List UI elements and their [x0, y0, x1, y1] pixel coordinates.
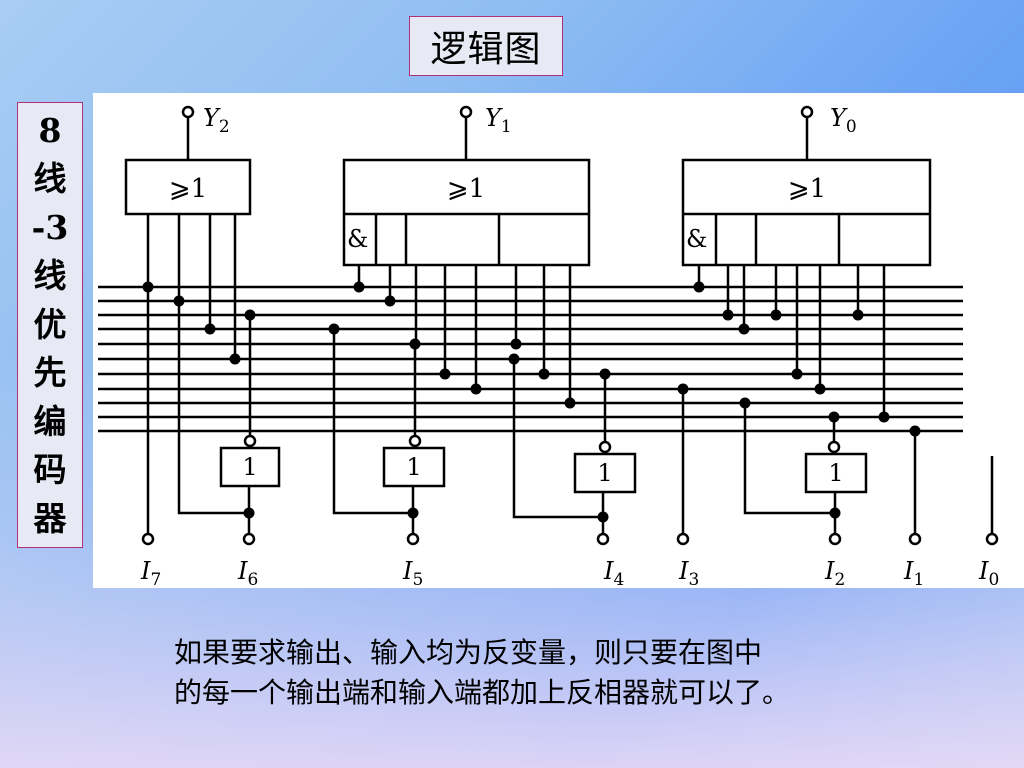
input-label-i6: I6	[237, 557, 258, 588]
input-pin-i2	[828, 532, 842, 546]
input-label-i4: I4	[603, 557, 624, 588]
side-label-char: 编	[33, 401, 67, 441]
side-label-char: 线	[33, 159, 67, 199]
input-pins	[141, 532, 999, 546]
inverter-i5	[382, 446, 446, 488]
input-label-i5: I5	[402, 557, 423, 588]
output-pins	[181, 105, 814, 160]
junction-dots	[142, 281, 921, 523]
input-label-i2: I2	[824, 557, 845, 588]
inverter-i5-label: 1	[406, 453, 421, 481]
input-label-i3: I3	[678, 557, 699, 588]
inverter-i5-bubble	[408, 434, 422, 448]
caption-text: 如果要求输出、输入均为反变量，则只要在图中 的每一个输出端和输入端都加上反相器就…	[174, 633, 954, 713]
caption-line: 的每一个输出端和输入端都加上反相器就可以了。	[174, 676, 791, 709]
side-label-char: 线	[33, 256, 67, 296]
and-gate-y1-label: &	[347, 225, 368, 253]
side-label-char: 先	[33, 353, 67, 393]
inverter-i6-bubble	[243, 434, 257, 448]
bus-lines	[98, 285, 963, 433]
inverter-i2	[804, 452, 868, 494]
or-gate-y2	[124, 158, 252, 216]
output-pin-y2	[181, 105, 195, 119]
and-or-gate-y0	[681, 158, 932, 267]
side-label-char: 器	[33, 498, 67, 538]
input-pin-i4	[596, 532, 610, 546]
input-pin-i7	[141, 532, 155, 546]
logic-diagram-panel: Y2 Y1 Y0 ⩾1 ⩾1 & ⩾1 &	[93, 93, 1024, 588]
inverter-i2-bubble	[827, 440, 841, 454]
output-pin-y1	[459, 105, 473, 119]
or-gate-y1-label: ⩾1	[447, 174, 485, 204]
inverters	[219, 434, 868, 494]
or-gate-y2-label: ⩾1	[169, 174, 207, 204]
side-label-char: 8	[38, 110, 62, 150]
caption-line: 如果要求输出、输入均为反变量，则只要在图中	[174, 636, 763, 669]
or-gate-y0-label: ⩾1	[788, 174, 826, 204]
and-or-gate-y1	[342, 158, 591, 267]
input-label-i1: I1	[903, 557, 924, 588]
input-label-i0: I0	[978, 557, 999, 588]
input-pin-i1	[908, 532, 922, 546]
inverter-i6-label: 1	[242, 453, 257, 481]
side-label-char: 码	[33, 450, 67, 490]
input-pin-i0	[985, 532, 999, 546]
input-label-i7: I7	[140, 557, 161, 588]
gate-input-wires	[146, 214, 886, 539]
output-label-y0: Y0	[830, 104, 857, 137]
inverter-i4-bubble	[598, 440, 612, 454]
and-gate-y0-label: &	[686, 225, 707, 253]
inverter-i4	[573, 452, 637, 494]
input-pin-i5	[406, 532, 420, 546]
inverter-i4-label: 1	[597, 459, 612, 487]
input-pin-i3	[676, 532, 690, 546]
input-pin-i6	[242, 532, 256, 546]
side-label-box: 8 线 -3 线 优 先 编 码 器	[17, 102, 83, 548]
output-pin-y0	[800, 105, 814, 119]
slide-title: 逻辑图	[409, 16, 563, 76]
inverter-i6	[219, 446, 281, 488]
inverter-i2-label: 1	[828, 459, 843, 487]
output-label-y2: Y2	[203, 104, 230, 137]
side-label-char: 优	[33, 304, 67, 344]
side-label-char: -3	[31, 207, 69, 247]
input-wires	[177, 301, 994, 539]
output-label-y1: Y1	[485, 104, 512, 137]
encoder-logic-diagram: Y2 Y1 Y0 ⩾1 ⩾1 & ⩾1 &	[98, 104, 999, 588]
